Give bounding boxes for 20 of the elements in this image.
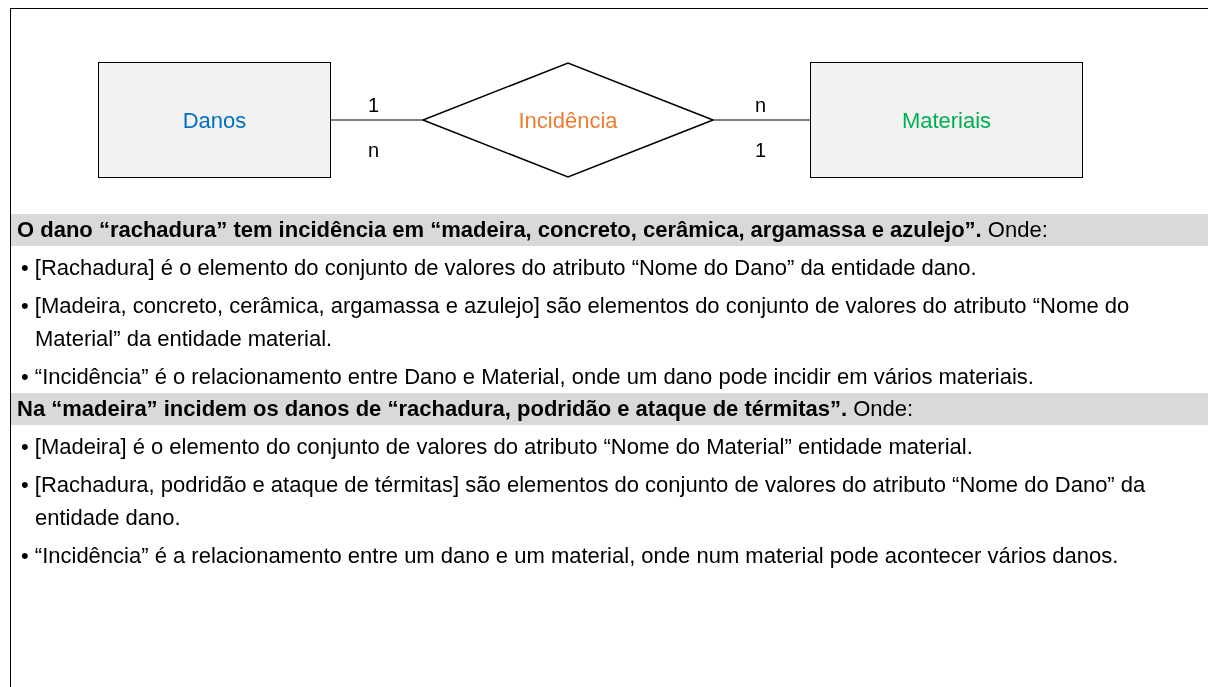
bullet-item: • [Madeira, concreto, cerâmica, argamassa e azulejo] são elementos do conjunto de valores do atributo “Nome do Material” da entidade material. — [20, 292, 1131, 353]
bullet-item: • [Rachadura, podridão e ataque de térmitas] são elementos do conjunto de valores do atributo “Nome do Dano” da entidade dano. — [20, 471, 1147, 532]
cardinality-label: 1 — [368, 93, 380, 118]
relationship-diamond — [422, 62, 714, 178]
statement-heading: O dano “rachadura” tem incidência em “madeira, concreto, cerâmica, argamassa e azulejo”. Onde: — [11, 214, 1208, 246]
connector-line — [713, 119, 811, 121]
bullet-item: • [Madeira] é o elemento do conjunto de valores do atributo “Nome do Material” entidade material. — [20, 433, 974, 461]
entity-box — [810, 62, 1083, 178]
node-label: Incidência — [518, 106, 618, 135]
cardinality-label: n — [755, 93, 767, 118]
statement-heading: Na “madeira” incidem os danos de “rachadura, podridão e ataque de térmitas”. Onde: — [11, 393, 1208, 425]
node-label: Materiais — [901, 106, 992, 135]
entity-box — [98, 62, 331, 178]
cardinality-label: n — [368, 138, 380, 163]
cardinality-label: 1 — [755, 138, 767, 163]
connector-line — [330, 119, 423, 121]
node-label: Danos — [182, 106, 247, 135]
bullet-item: • [Rachadura] é o elemento do conjunto de valores do atributo “Nome do Dano” da entidade dano. — [20, 254, 978, 282]
bullet-item: • “Incidência” é o relacionamento entre Dano e Material, onde um dano pode incidir em vários materiais. — [20, 363, 1035, 391]
bullet-item: • “Incidência” é a relacionamento entre um dano e um material, onde num material pode acontecer vários danos. — [20, 542, 1120, 570]
